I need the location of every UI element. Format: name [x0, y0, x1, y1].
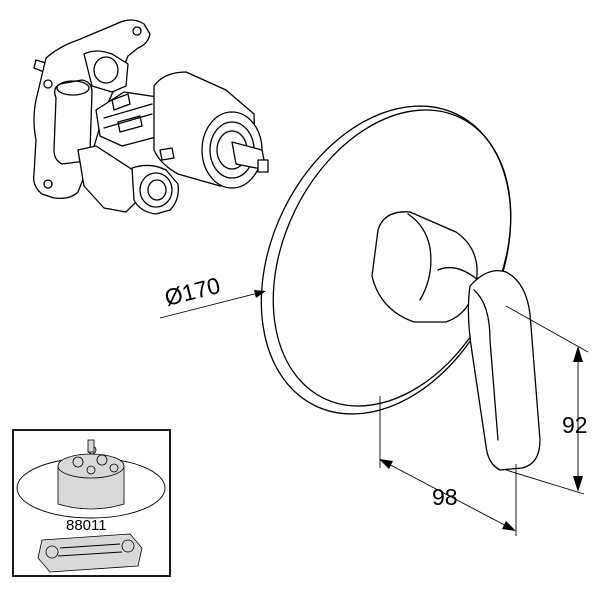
inset-panel: 88011 — [12, 429, 171, 577]
height-dimension: 92 — [505, 305, 589, 495]
diameter-dimension: Ø170 — [159, 272, 266, 319]
rough-in-valve-body — [33, 19, 269, 215]
height-label: 92 — [562, 412, 588, 438]
depth-dimension: 98 — [379, 396, 517, 536]
lever-handle — [371, 211, 541, 471]
inset-part-number: 88011 — [66, 517, 107, 534]
depth-label: 98 — [432, 484, 458, 510]
diameter-label: Ø170 — [162, 272, 223, 311]
